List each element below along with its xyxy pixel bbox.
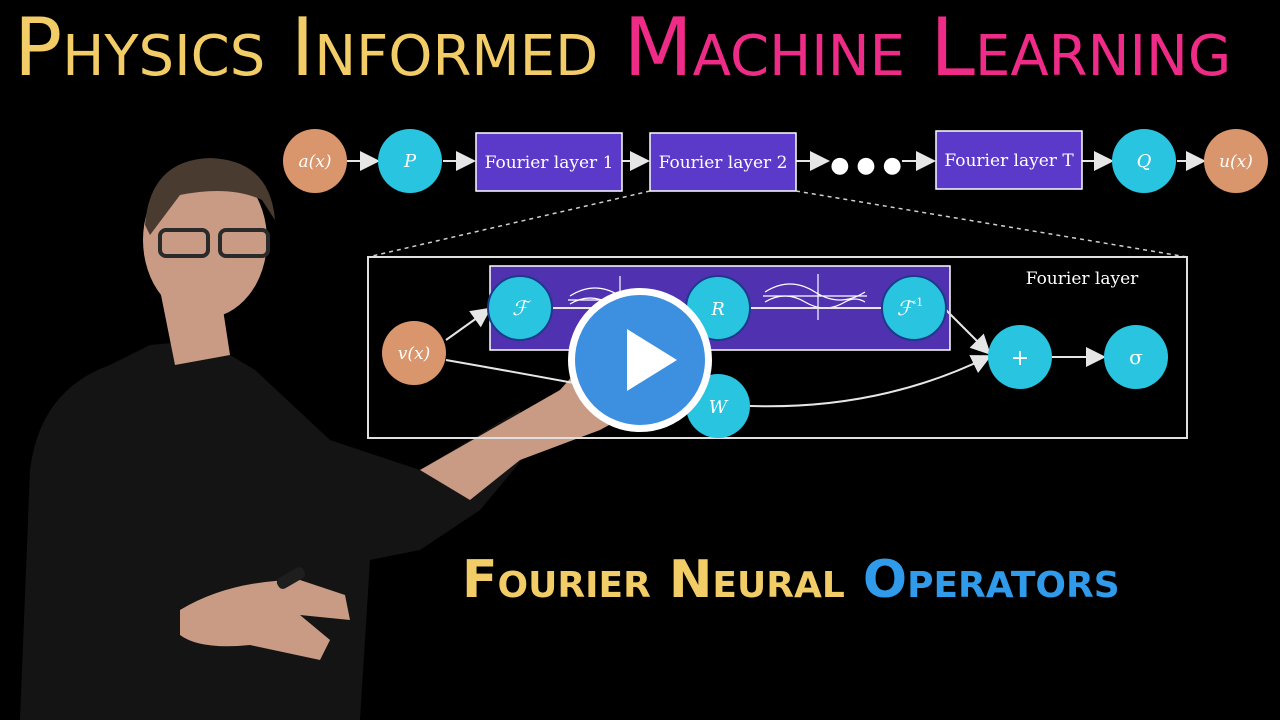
node-v-input-label: v(x) bbox=[398, 344, 430, 364]
play-button[interactable] bbox=[568, 288, 712, 432]
node-v-input: v(x) bbox=[382, 321, 446, 385]
node-input-a-label: a(x) bbox=[299, 152, 332, 172]
title-part-machine-learning: Machine Learning bbox=[623, 1, 1232, 94]
pipeline-ellipsis: ● ● ● bbox=[830, 153, 902, 178]
node-input-a: a(x) bbox=[283, 129, 347, 193]
fourier-layer-title: Fourier layer bbox=[1026, 269, 1139, 289]
box-fourier-layer-1-label: Fourier layer 1 bbox=[485, 153, 614, 173]
box-fourier-layer-2-label: Fourier layer 2 bbox=[659, 153, 788, 173]
title-part-physics-informed: Physics Informed bbox=[14, 1, 624, 94]
presenter-hair bbox=[145, 158, 275, 235]
presenter-shirt bbox=[20, 340, 530, 720]
video-title: Physics Informed Machine Learning bbox=[14, 2, 1276, 94]
zoom-line-right bbox=[795, 190, 1188, 258]
node-lift-p: P bbox=[378, 129, 442, 193]
box-fourier-layer-t: Fourier layer T bbox=[935, 130, 1083, 190]
subtitle-part-operators: Operators bbox=[862, 550, 1120, 610]
node-linear-w-label: W bbox=[709, 397, 729, 418]
node-ifft-symbol: ℱ bbox=[897, 296, 916, 320]
zoom-line-left bbox=[367, 190, 651, 258]
play-icon bbox=[627, 329, 677, 391]
video-subtitle: Fourier Neural Operators bbox=[462, 548, 1162, 612]
node-sum-label: + bbox=[1011, 346, 1029, 371]
fourier-layer-frame bbox=[367, 256, 1188, 439]
node-project-q-label: Q bbox=[1137, 151, 1152, 172]
presenter-glasses-left bbox=[158, 228, 210, 258]
box-fourier-layer-1: Fourier layer 1 bbox=[475, 132, 623, 192]
presenter-clicker bbox=[276, 567, 306, 589]
arrow-v-fft bbox=[445, 307, 492, 341]
node-project-q: Q bbox=[1112, 129, 1176, 193]
box-fourier-layer-t-label: Fourier layer T bbox=[944, 151, 1074, 171]
node-fft: ℱ bbox=[487, 275, 553, 341]
node-fft-label: ℱ bbox=[512, 296, 531, 320]
subtitle-part-fourier-neural: Fourier Neural bbox=[462, 550, 863, 610]
node-ifft-sup: -1 bbox=[913, 296, 924, 309]
node-activation-sigma: σ bbox=[1104, 325, 1168, 389]
node-ifft-label: ℱ-1 bbox=[897, 296, 923, 320]
box-fourier-layer-2: Fourier layer 2 bbox=[649, 132, 797, 192]
arrow-w-sum bbox=[749, 355, 992, 408]
node-output-u-label: u(x) bbox=[1219, 152, 1253, 172]
node-activation-sigma-label: σ bbox=[1129, 345, 1143, 369]
node-ifft: ℱ-1 bbox=[881, 275, 947, 341]
presenter-glasses-right bbox=[218, 228, 270, 258]
node-output-u: u(x) bbox=[1204, 129, 1268, 193]
node-weights-r-label: R bbox=[710, 299, 725, 320]
node-lift-p-label: P bbox=[403, 151, 417, 172]
presenter-hand bbox=[180, 580, 350, 660]
presenter-figure bbox=[20, 158, 705, 720]
node-sum: + bbox=[988, 325, 1052, 389]
arrow-ifft-sum bbox=[945, 309, 991, 355]
